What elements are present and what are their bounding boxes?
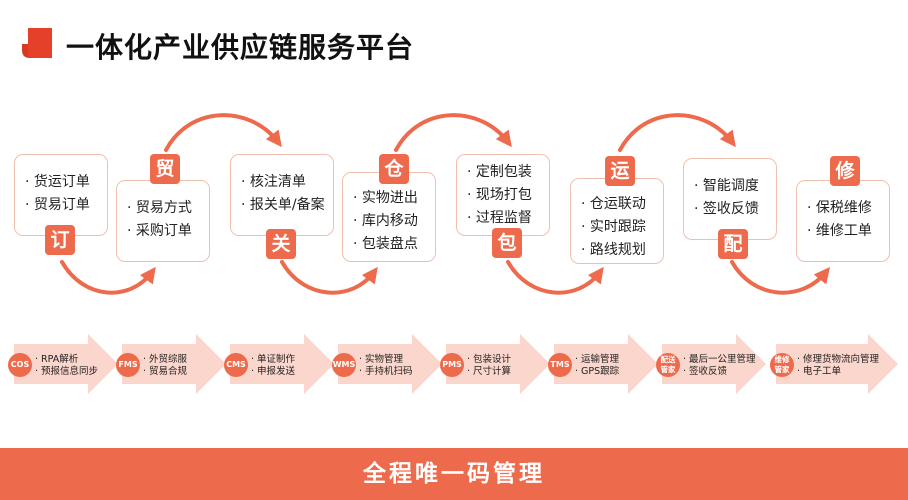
stage-badge-delivery: 配 — [718, 229, 748, 259]
stage-badge-customs: 关 — [266, 229, 296, 259]
stage-badge-repair: 修 — [830, 156, 860, 186]
stage-item: · 维修工单 — [807, 223, 872, 239]
stage-box-packing: · 定制包装 · 现场打包 · 过程监督 — [456, 154, 550, 236]
stage-item: · 核注清单 — [241, 174, 306, 190]
chevron-arrow-shape — [230, 334, 334, 394]
stage-badge-warehouse: 仓 — [379, 154, 409, 184]
stage-item: · 智能调度 — [694, 178, 759, 194]
stage-item: · 签收反馈 — [694, 201, 759, 217]
footer-text: 全程唯一码管理 — [363, 461, 545, 487]
stage-item: · 采购订单 — [127, 223, 192, 239]
system-item: · 尺寸计算 — [467, 366, 512, 377]
chevron-arrow-shape — [446, 334, 550, 394]
system-code-badge: 配送 管家 — [656, 353, 680, 377]
system-chevron-repair-manager: 维修 管家 · 修理货物流向管理· 电子工单 — [770, 334, 904, 394]
stage-item: · 过程监督 — [467, 210, 532, 226]
stage-item: · 定制包装 — [467, 164, 532, 180]
chevron-arrow-shape — [662, 334, 766, 394]
system-item: · 手持机扫码 — [359, 366, 413, 377]
system-chevron-fms: FMS · 外贸综服· 贸易合规 — [116, 334, 232, 394]
flow-arrows — [60, 113, 831, 295]
system-item: · 电子工单 — [797, 366, 842, 377]
stage-box-repair: · 保税维修 · 维修工单 — [796, 180, 890, 262]
system-chevron-wms: WMS · 实物管理· 手持机扫码 — [332, 334, 448, 394]
flow-arrow — [280, 260, 378, 295]
system-chevron-tms: TMS · 运输管理· GPS跟踪 — [548, 334, 664, 394]
page-title: 一体化产业供应链服务平台 — [66, 31, 415, 64]
flow-arrow — [730, 260, 831, 295]
chevron-arrow-shape — [14, 334, 118, 394]
system-code-badge: PMS — [440, 353, 464, 377]
system-item: · 外贸综服 — [143, 354, 188, 365]
system-item: · 运输管理 — [575, 354, 620, 365]
stage-item: · 路线规划 — [581, 242, 646, 258]
system-chevron-pms: PMS · 包装设计· 尺寸计算 — [440, 334, 556, 394]
stage-box-delivery: · 智能调度 · 签收反馈 — [683, 158, 777, 240]
system-item: · 签收反馈 — [683, 366, 728, 377]
stage-item: · 实物进出 — [353, 190, 418, 206]
stage-badge-packing: 包 — [492, 228, 522, 258]
stage-item: · 贸易方式 — [127, 200, 192, 216]
system-item: · 实物管理 — [359, 354, 404, 365]
stage-item: · 货运订单 — [25, 174, 90, 190]
flow-arrow — [618, 113, 736, 152]
flow-arrow — [394, 113, 512, 152]
system-code-badge: TMS — [548, 353, 572, 377]
stage-item: · 仓运联动 — [581, 196, 646, 212]
system-item: · 单证制作 — [251, 354, 296, 365]
stage-badge-order: 订 — [45, 225, 75, 255]
stage-badge-trade: 贸 — [150, 154, 180, 184]
system-chevron-delivery-manager: 配送 管家 · 最后一公里管理· 签收反馈 — [656, 334, 772, 394]
stage-item: · 实时跟踪 — [581, 219, 646, 235]
stage-box-order: · 货运订单 · 贸易订单 — [14, 154, 108, 236]
system-code-badge: COS — [8, 353, 32, 377]
system-item: · GPS跟踪 — [575, 366, 620, 377]
system-item: · 贸易合规 — [143, 366, 188, 377]
stage-item: · 现场打包 — [467, 187, 532, 203]
flow-arrow — [164, 113, 282, 152]
system-item: · RPA解析 — [35, 354, 79, 365]
system-chevron-cms: CMS · 单证制作· 申报发送 — [224, 334, 340, 394]
stage-box-trade: · 贸易方式 · 采购订单 — [116, 180, 210, 262]
stage-item: · 报关单/备案 — [241, 197, 325, 213]
stage-box-customs: · 核注清单 · 报关单/备案 — [230, 154, 334, 236]
footer-bar: 全程唯一码管理 — [0, 448, 908, 500]
chevron-arrow-shape — [122, 334, 226, 394]
system-item: · 申报发送 — [251, 366, 296, 377]
chevron-arrow-shape — [554, 334, 658, 394]
system-code-badge: 维修 管家 — [770, 353, 794, 377]
chevron-arrow-shape — [776, 334, 898, 394]
system-item: · 修理货物流向管理 — [797, 354, 880, 365]
stage-item: · 贸易订单 — [25, 197, 90, 213]
system-item: · 包装设计 — [467, 354, 512, 365]
system-item: · 最后一公里管理 — [683, 354, 756, 365]
brand-logo-mark — [18, 28, 52, 58]
stage-box-transport: · 仓运联动 · 实时跟踪 · 路线规划 — [570, 178, 664, 264]
system-item: · 预报信息同步 — [35, 366, 99, 377]
system-code-badge: FMS — [116, 353, 140, 377]
stage-badge-transport: 运 — [605, 156, 635, 186]
system-chevron-cos: COS · RPA解析· 预报信息同步 — [8, 334, 124, 394]
stage-item: · 保税维修 — [807, 200, 872, 216]
flow-arrow — [506, 260, 604, 295]
stage-item: · 包装盘点 — [353, 236, 418, 252]
system-row: COS · RPA解析· 预报信息同步 FMS · 外贸综服· 贸易合规 CMS… — [0, 334, 908, 394]
flow-arrow — [60, 260, 156, 295]
stage-box-warehouse: · 实物进出 · 库内移动 · 包装盘点 — [342, 172, 436, 262]
chevron-arrow-shape — [338, 334, 442, 394]
system-code-badge: WMS — [332, 353, 356, 377]
system-code-badge: CMS — [224, 353, 248, 377]
stage-item: · 库内移动 — [353, 213, 418, 229]
